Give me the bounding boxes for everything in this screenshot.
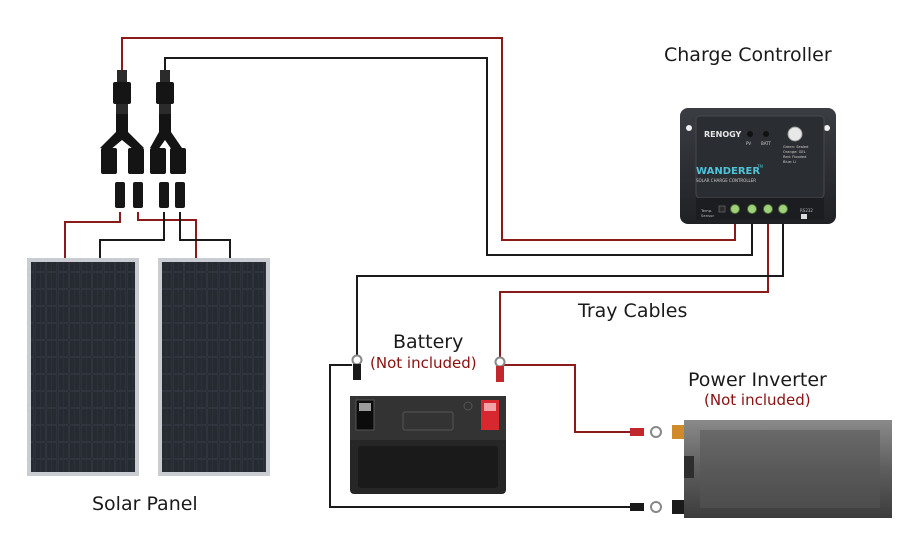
negative-wires xyxy=(99,57,784,508)
label-solar-panel: Solar Panel xyxy=(92,493,198,515)
controller-model: WANDERER xyxy=(696,166,760,177)
battery-type-legend-4: Blue: Li xyxy=(783,160,796,164)
branch-connector-icon xyxy=(100,114,186,174)
rs232-label: RS232 xyxy=(800,208,813,213)
battery-type-legend-3: Red: Flooded xyxy=(783,155,806,159)
battery-type-legend-1: Green: Sealed xyxy=(783,145,808,149)
controller-subtitle: SOLAR CHARGE CONTROLLER xyxy=(696,178,756,183)
label-battery-not-included: (Not included) xyxy=(370,354,477,372)
charge-controller: RENOGY PV BATT Green: Sealed Orange: GEL… xyxy=(680,108,836,224)
positive-wires xyxy=(64,37,769,433)
temp-sensor-label-2: Sensor xyxy=(701,213,714,218)
led-batt-label: BATT xyxy=(761,141,772,146)
battery-type-legend-2: Orange: GEL xyxy=(783,150,806,154)
panel-lead-connectors xyxy=(115,182,185,208)
label-tray-cables: Tray Cables xyxy=(578,300,688,322)
mc4-connector-icon xyxy=(113,70,174,114)
ring-terminal-icon xyxy=(351,354,662,513)
battery xyxy=(350,396,506,494)
label-battery: Battery xyxy=(393,331,464,353)
controller-model-tm: TM xyxy=(756,164,763,169)
solar-panel-left xyxy=(27,258,139,476)
label-inverter-not-included: (Not included) xyxy=(704,391,811,409)
controller-brand: RENOGY xyxy=(704,130,742,139)
temp-sensor-label-1: Temp. xyxy=(700,208,712,213)
power-inverter xyxy=(672,420,892,518)
label-power-inverter: Power Inverter xyxy=(688,369,827,391)
solar-panel-right xyxy=(158,258,270,476)
label-charge-controller: Charge Controller xyxy=(664,44,832,66)
led-pv-label: PV xyxy=(746,141,751,146)
